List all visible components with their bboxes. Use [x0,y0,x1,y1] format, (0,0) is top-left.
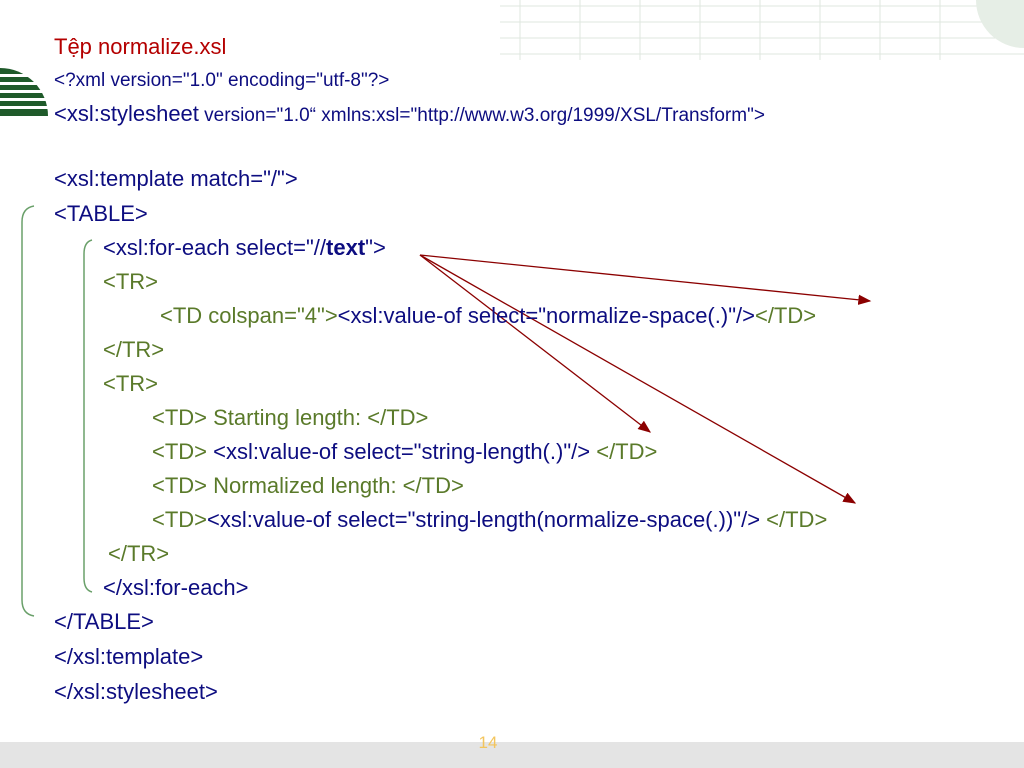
code-line-for-each-open: <xsl:for-each select="//text"> [103,235,386,261]
td-close-4: </TD> [760,507,828,532]
code-line-for-each-close: </xsl:for-each> [103,575,249,600]
for-each-bracket [83,239,93,593]
for-each-text-keyword: text [326,235,366,260]
code-line-tr-open-2: <TR> [103,371,159,396]
for-each-start: <xsl:for-each select="// [103,235,327,260]
code-line-td-normalized-length: <TD> Normalized length: </TD> [152,473,464,498]
stylesheet-tag: <xsl:stylesheet [54,101,199,126]
for-each-end: "> [365,235,386,260]
decorative-circle [976,0,1024,48]
code-line-tr-close-2: </TR> [108,541,170,566]
footer-bar [0,742,1024,768]
arrow-to-string-length [419,254,652,433]
page-number: 14 [478,733,498,752]
decorative-green-stripes [0,68,48,116]
slide-title: Tệp normalize.xsl [54,34,227,59]
td-open-2: <TD> [152,439,214,464]
code-line-tr-close-1: </TR> [103,337,165,362]
arrow-to-normalize-space [419,254,872,305]
grid-pattern [500,0,1024,60]
value-of-normalized-length: <xsl:value-of select="string-length(norm… [207,507,761,532]
td-open-4: <TD> [152,507,208,532]
table-bracket [21,205,35,617]
td-close-2: </TD> [590,439,658,464]
code-line-table-close: </TABLE> [54,609,154,634]
code-line-template-open: <xsl:template match="/"> [54,166,298,191]
reference-arrows [419,254,872,504]
code-line-td-normalized-value: <TD><xsl:value-of select="string-length(… [152,507,827,533]
code-line-xml-declaration: <?xml version="1.0" encoding="utf-8"?> [54,70,390,91]
code-line-table-open: <TABLE> [54,201,148,226]
arrow-to-normalized-length [419,254,857,504]
value-of-string-length: <xsl:value-of select="string-length(.)"/… [213,439,591,464]
code-line-tr-open-1: <TR> [103,269,159,294]
stylesheet-attributes: version="1.0“ xmlns:xsl="http://www.w3.o… [198,105,765,126]
value-of-normalize-space: <xsl:value-of select="normalize-space(.)… [337,303,755,328]
code-line-stylesheet-close: </xsl:stylesheet> [54,679,218,704]
code-line-template-close: </xsl:template> [54,644,204,669]
td-colspan-close: </TD> [754,303,817,328]
code-line-td-string-length: <TD> <xsl:value-of select="string-length… [152,439,657,465]
td-colspan-open: <TD colspan="4"> [160,303,338,328]
code-line-td-starting-length: <TD> Starting length: </TD> [152,405,429,430]
code-line-stylesheet: <xsl:stylesheet version="1.0“ xmlns:xsl=… [54,101,765,129]
code-line-td-colspan: <TD colspan="4"><xsl:value-of select="no… [160,303,816,329]
